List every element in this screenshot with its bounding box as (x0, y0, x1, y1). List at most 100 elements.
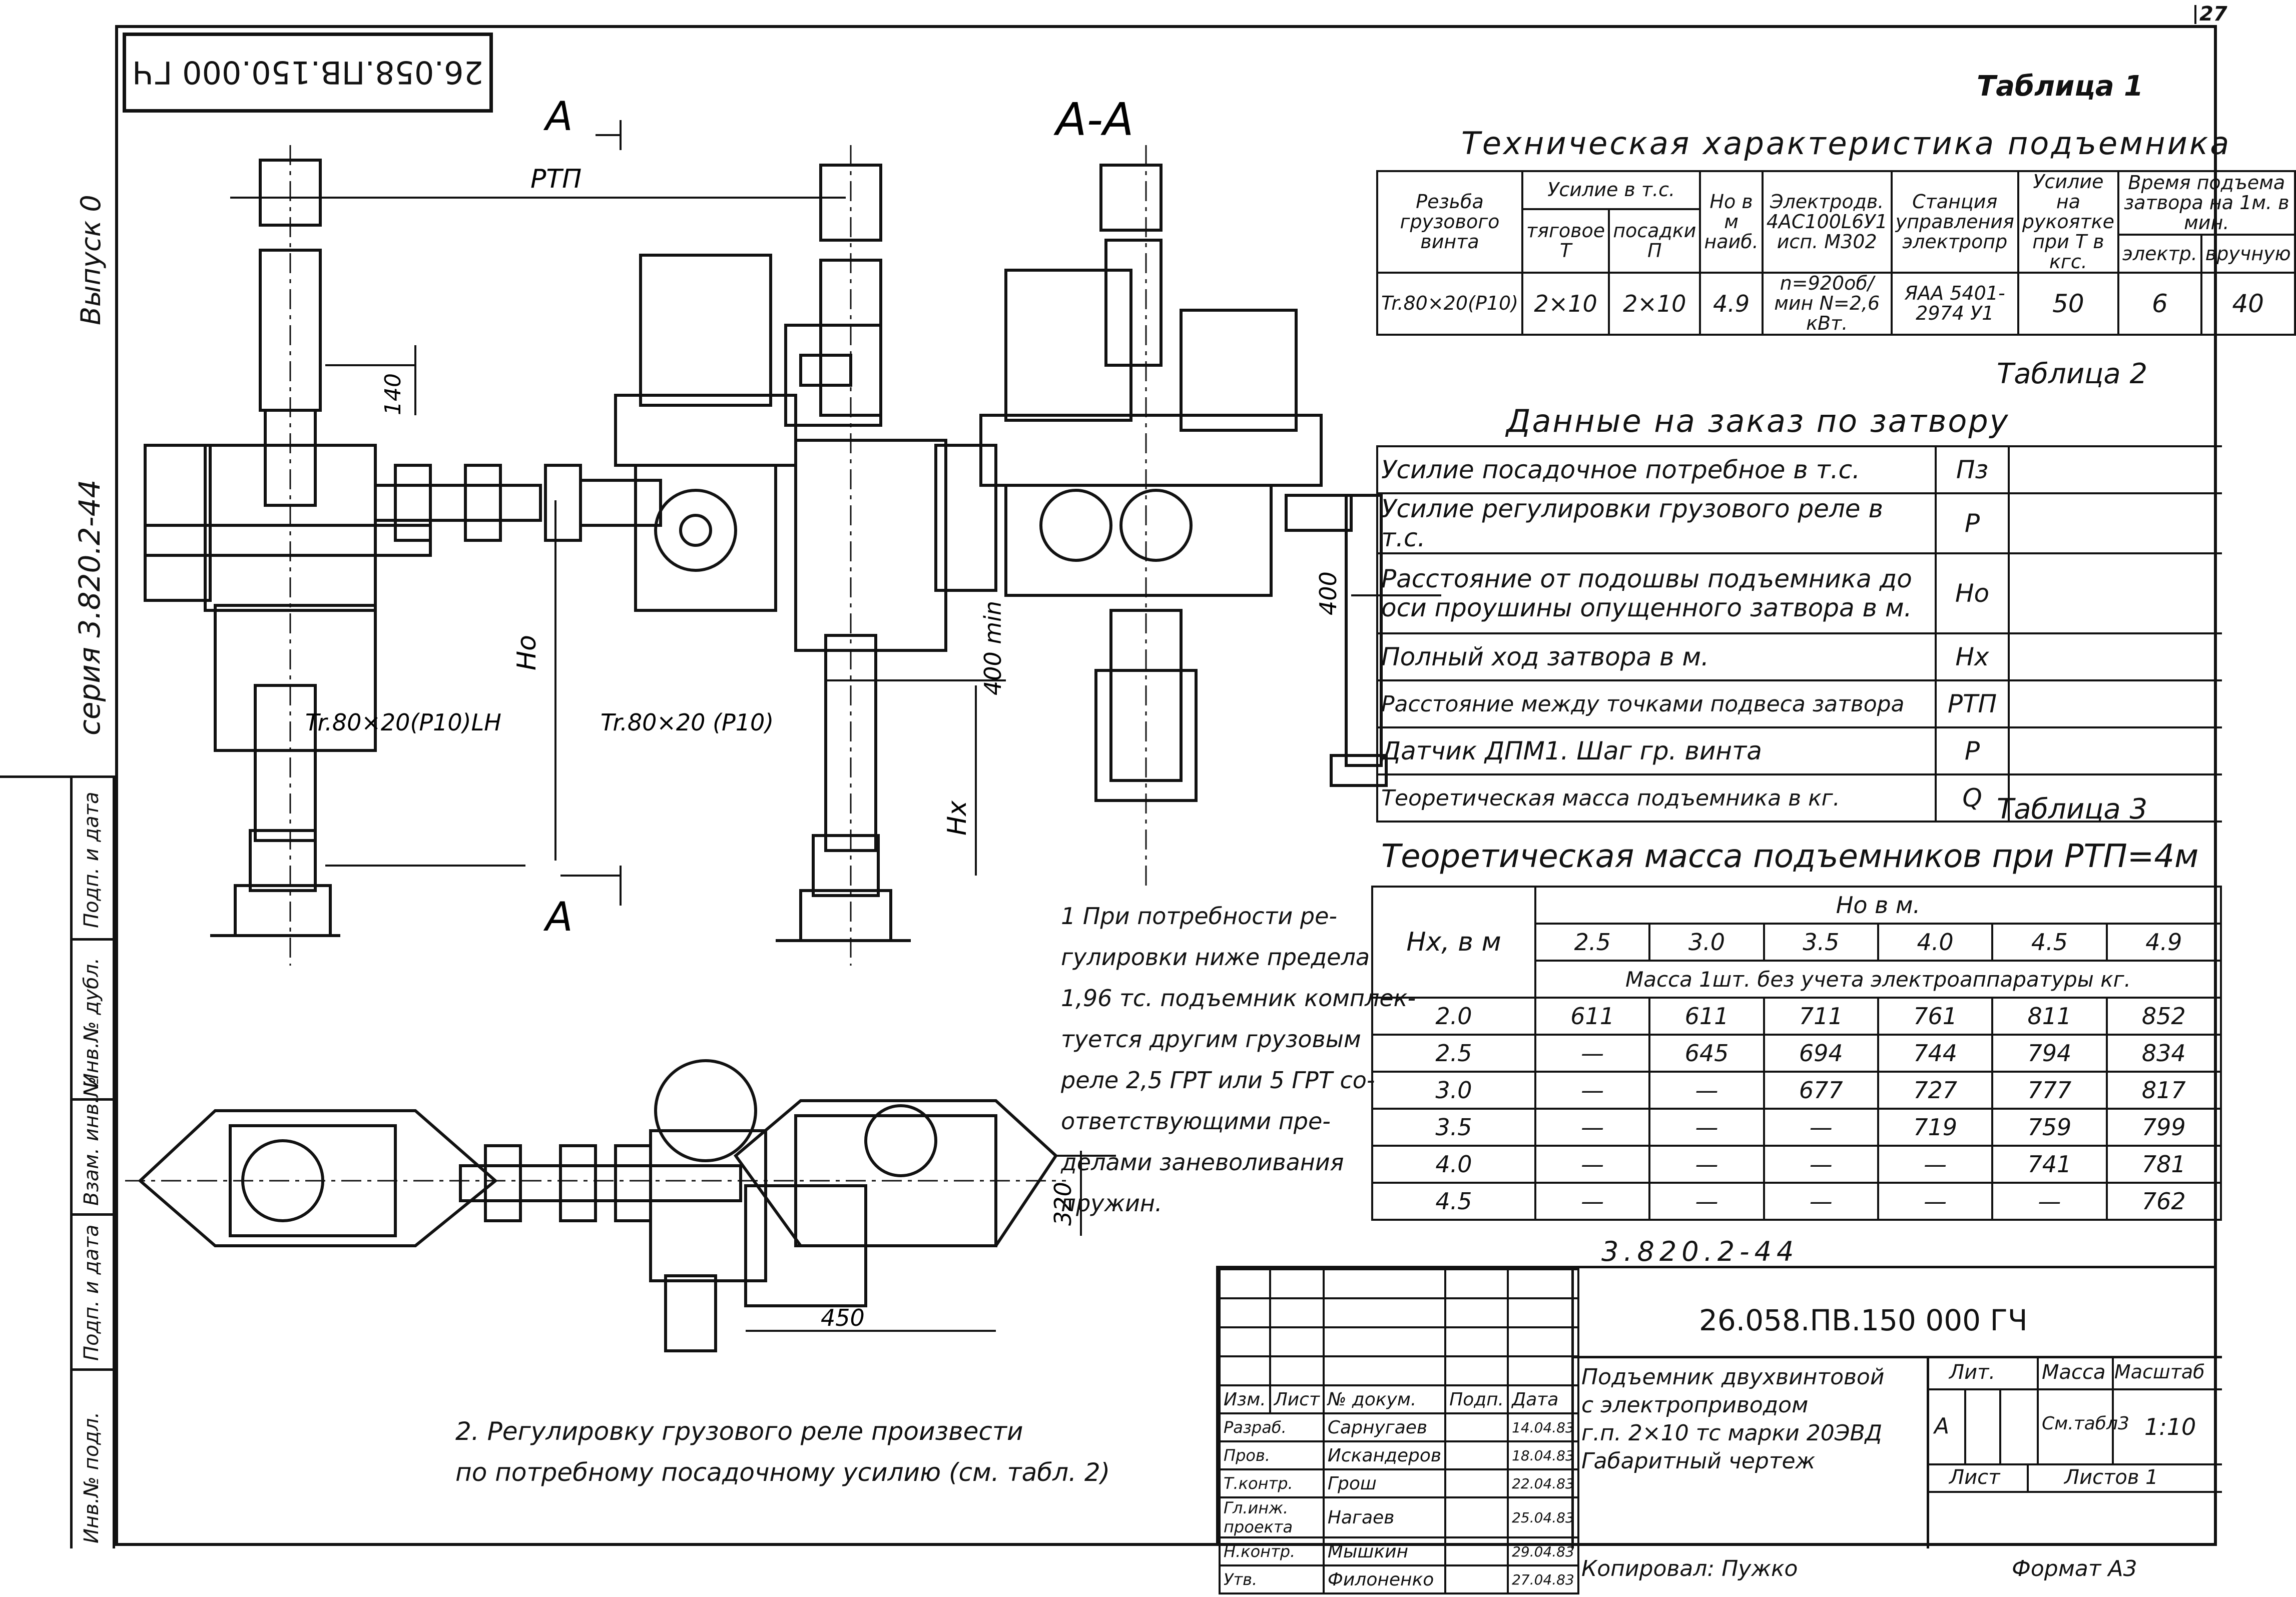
section-a-bottom: А (543, 894, 573, 940)
t1-h-ho: Но в м наиб. (1699, 170, 1764, 274)
tb-head-cell: Дата (1507, 1384, 1579, 1414)
t3-mass-cell: 817 (2105, 1071, 2222, 1110)
table3-caption: Таблица 3 (1997, 793, 2148, 826)
dim-rtp: РТП (530, 164, 582, 194)
reducer (634, 464, 777, 612)
issue-label: Выпуск 0 (75, 195, 107, 325)
t3-hx: 4.5 (1371, 1182, 1536, 1221)
t3-mass-cell: 781 (2105, 1145, 2222, 1184)
t3-mass-cell: 744 (1877, 1034, 1994, 1073)
tb-signature (1444, 1536, 1509, 1566)
table1-title: Техническая характеристика подъемника (1461, 125, 2231, 162)
motor-view-aa (1004, 269, 1132, 422)
t1-h-force: Усилие в т.с. (1521, 170, 1701, 210)
t3-mass-cell: — (1648, 1145, 1765, 1184)
side-col-4: Подп. и дата (80, 1224, 103, 1361)
text-line: 1,96 тс. подъемник комплек- (1061, 985, 1416, 1012)
tb-date: 22.04.83 (1507, 1468, 1579, 1498)
tb-date: 18.04.83 (1507, 1440, 1579, 1470)
table-row: Пров.Искандеров 18.04.83 (1219, 1440, 1579, 1470)
t3-ho-value: 4.0 (1877, 923, 1994, 962)
note-2: 2. Регулировку грузового реле произвести… (455, 1411, 1110, 1493)
tb-date: 14.04.83 (1507, 1412, 1579, 1442)
t3-ho-value: 2.5 (1534, 923, 1651, 962)
sheet-label: Лист (1949, 1466, 2000, 1489)
t3-mass-cell: — (1763, 1145, 1879, 1184)
tb-name: Грош (1322, 1468, 1447, 1498)
t3-mass-cell: — (1534, 1108, 1651, 1147)
table2: Усилие посадочное потребное в т.с.Пз Уси… (1376, 445, 2222, 823)
t3-mass-cell: 811 (1991, 997, 2108, 1036)
dim-ho: Но (512, 635, 542, 670)
tb-signature (1444, 1468, 1509, 1498)
text-line: ответствующими пре- (1061, 1108, 1331, 1135)
tb-date: 29.04.83 (1507, 1536, 1579, 1566)
tb-name: Сарнугаев (1322, 1412, 1447, 1442)
series-code: 3.820.2-44 (1601, 1236, 1799, 1267)
text-line: пружин. (1061, 1190, 1163, 1217)
t2-sym: Q (1935, 773, 2010, 823)
t3-mass-cell: 777 (1991, 1071, 2108, 1110)
dim-140: 140 (380, 373, 406, 415)
tb-name: Искандеров (1322, 1440, 1447, 1470)
t1-cell: 2×10 (1521, 272, 1610, 336)
text-line: делами заневоливания (1061, 1149, 1344, 1176)
t3-mass-cell: 719 (1877, 1108, 1994, 1147)
copied-by: Копировал: Пужко (1581, 1556, 1798, 1581)
t3-mass-cell: 759 (1991, 1108, 2108, 1147)
t1-cell: 50 (2017, 272, 2119, 336)
t1-h-motor: Электродв. 4АС100L6У1 исп. М302 (1761, 170, 1893, 274)
side-col-outer (0, 778, 73, 1548)
t3-hx: 4.0 (1371, 1145, 1536, 1184)
t2-sym: Но (1935, 552, 2010, 634)
tb-head-cell: № докум. (1322, 1384, 1447, 1414)
table1-caption: Таблица 1 (1977, 70, 2144, 103)
t1-cell: ЯАА 5401-2974 У1 (1890, 272, 2019, 336)
sheet-number: 27 (2199, 3, 2227, 26)
t3-ho-value: 3.0 (1648, 923, 1765, 962)
t3-mass-cell: 834 (2105, 1034, 2222, 1073)
t1-cell: 6 (2117, 272, 2202, 336)
motor (639, 254, 772, 407)
text-line: Габаритный чертеж (1581, 1448, 1816, 1474)
t2-label: Теоретическая масса подъемника в кг. (1376, 773, 1937, 823)
t3-ho-header: Но в м. (1534, 886, 2222, 925)
t1-h-time-el: электр. (2117, 234, 2202, 274)
t3-mass-cell: — (1877, 1182, 1994, 1221)
tb-role: Утв. (1219, 1564, 1325, 1594)
t2-sym: РТП (1935, 679, 2010, 728)
t3-mass-cell: 611 (1534, 997, 1651, 1036)
tb-role: Пров. (1219, 1440, 1325, 1470)
dim-450: 450 (821, 1304, 865, 1331)
t2-sym: Пз (1935, 445, 2010, 494)
table2-caption: Таблица 2 (1997, 358, 2148, 390)
side-stamp: Подп. и дата Инв.№ дубл. Взам. инв.№ Под… (0, 775, 115, 1548)
t3-mass-cell: — (1763, 1108, 1879, 1147)
text-line: реле 2,5 ГРТ или 5 ГРТ со- (1061, 1067, 1375, 1094)
section-aa-label: А-А (1053, 94, 1134, 146)
text-line: гулировки ниже предела (1061, 944, 1370, 971)
side-col-5: Инв.№ подл. (80, 1411, 103, 1543)
t3-mass-cell: 677 (1763, 1071, 1879, 1110)
t3-mass-cell: 694 (1763, 1034, 1879, 1073)
t2-sym: Р (1935, 492, 2010, 554)
side-col-1: Подп. и дата (80, 791, 103, 928)
t1-cell: n=920об/мин N=2,6 кВт. (1761, 272, 1893, 336)
text-line: 2. Регулировку грузового реле произвести (455, 1417, 1023, 1446)
side-col-2: Инв.№ дубл. (80, 958, 103, 1088)
lit-label: Лит. (1949, 1361, 1996, 1384)
t3-mass-header: Масса 1шт. без учета электроаппаратуры к… (1534, 960, 2222, 999)
side-col-3: Взам. инв.№ (80, 1076, 103, 1206)
t2-sym: Р (1935, 726, 2010, 775)
t3-mass-cell: — (1648, 1071, 1765, 1110)
t2-label: Расстояние между точками подвеса затвора (1376, 679, 1937, 728)
t3-mass-cell: — (1763, 1182, 1879, 1221)
thread-left: Tr.80×20(P10)LH (305, 709, 501, 736)
plan-left-base (138, 1109, 498, 1247)
tb-name: Нагаев (1322, 1496, 1447, 1538)
t3-mass-cell: 711 (1763, 997, 1879, 1036)
